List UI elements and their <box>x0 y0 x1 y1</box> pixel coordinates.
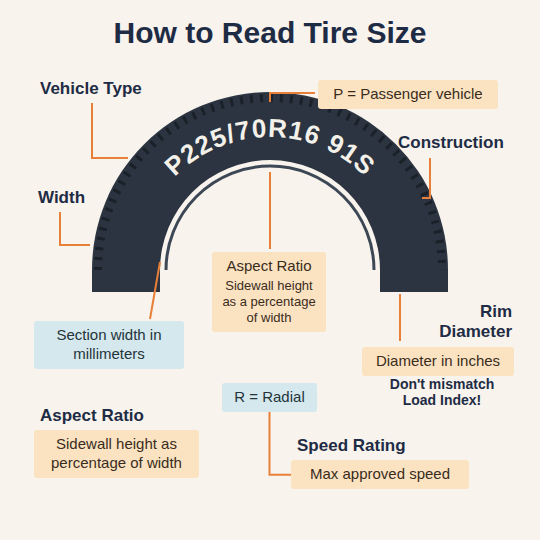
leader-line <box>422 158 430 198</box>
callout-heading: Aspect Ratio <box>34 406 199 426</box>
part-label: Vehicle Type <box>40 79 142 99</box>
leader-line <box>399 294 401 341</box>
tire-size-text: P225/70R16 91S <box>159 113 382 182</box>
callout-node: Section width in millimeters <box>34 321 184 369</box>
callout-box: R = Radial <box>222 383 317 412</box>
callout-text: Sidewall height as percentage of width <box>41 435 192 473</box>
tire-body <box>92 92 448 292</box>
callout-box: P = Passenger vehicle <box>318 80 498 109</box>
callout-heading: Aspect Ratio <box>219 257 319 276</box>
callout-node: Aspect RatioSidewall height as percentag… <box>34 406 199 478</box>
leader-line <box>269 172 271 249</box>
callout-box: Max approved speed <box>291 460 469 489</box>
callout-node: R = Radial <box>222 383 317 412</box>
callout-text: Diameter in inches <box>369 352 507 371</box>
part-label: Width <box>38 188 85 208</box>
callout-heading: Rim Diameter <box>428 302 514 343</box>
callout-heading: Speed Rating <box>291 436 469 456</box>
callout-node: Aspect RatioSidewall height as a percent… <box>212 252 326 332</box>
warning-note: Don't mismatch Load Index! <box>372 376 512 408</box>
callout-node: Speed RatingMax approved speed <box>291 436 469 489</box>
leader-line <box>60 212 90 245</box>
callout-text: P = Passenger vehicle <box>325 85 491 104</box>
leader-line <box>270 93 315 102</box>
callout-box: Sidewall height as percentage of width <box>34 430 199 478</box>
callout-text: R = Radial <box>229 388 310 407</box>
tire-tread <box>98 98 442 270</box>
leader-connector <box>270 412 292 475</box>
callout-box: Diameter in inches <box>362 347 514 376</box>
callout-box: Section width in millimeters <box>34 321 184 369</box>
callout-node: P = Passenger vehicle <box>318 80 498 109</box>
part-label: Construction <box>398 133 504 153</box>
callout-node: Rim DiameterDiameter in inches <box>362 302 514 376</box>
leader-lines <box>60 93 430 341</box>
diagram-title: How to Read Tire Size <box>0 16 540 50</box>
leader-line <box>92 103 128 158</box>
tire-size-code: P225/70R16 91S <box>159 113 382 182</box>
callout-text: Sidewall height as a percentage of width <box>219 278 319 327</box>
callout-text: Section width in millimeters <box>41 326 177 364</box>
callout-text: Max approved speed <box>298 465 462 484</box>
leader-line <box>150 262 160 319</box>
callout-box: Aspect RatioSidewall height as a percent… <box>212 252 326 332</box>
